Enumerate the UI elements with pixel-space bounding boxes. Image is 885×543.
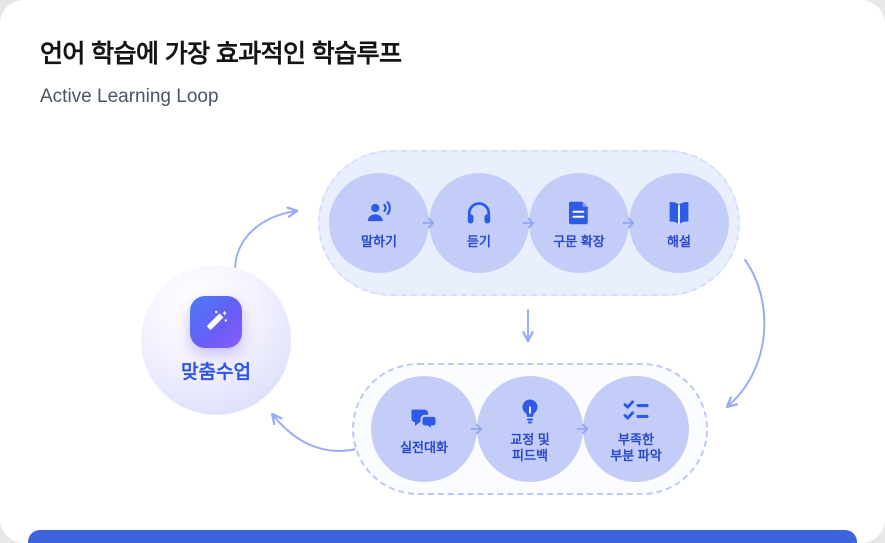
top-loop-group: 말하기 듣기 — [318, 150, 740, 296]
arrow-top-to-bottom-loop-right — [725, 259, 766, 409]
step-label: 말하기 — [361, 233, 397, 249]
arrow-bottom-loop-to-hub — [271, 412, 357, 452]
chat-bubbles-icon — [407, 403, 441, 435]
step-label: 부족한 부분 파악 — [610, 431, 662, 463]
bottom-accent-bar — [28, 530, 857, 543]
step-correction-feedback: 교정 및 피드백 — [477, 376, 583, 482]
step-label: 듣기 — [467, 233, 491, 249]
step-real-conversation: 실전대화 — [371, 376, 477, 482]
step-identify-weaknesses: 부족한 부분 파악 — [583, 376, 689, 482]
arrow-right-icon — [573, 421, 593, 437]
document-icon — [564, 197, 594, 229]
bottom-loop-group: 실전대화 교정 및 피드백 — [352, 363, 708, 495]
headphones-icon — [464, 197, 494, 229]
speaking-person-icon — [363, 197, 395, 229]
hub-custom-lesson: 맞춤수업 — [141, 265, 291, 415]
step-label: 교정 및 피드백 — [510, 431, 550, 463]
step-label: 실전대화 — [400, 439, 448, 455]
page-subtitle: Active Learning Loop — [40, 86, 219, 107]
magic-wand-icon — [190, 296, 242, 348]
step-listening: 듣기 — [429, 173, 529, 273]
step-label: 해설 — [667, 233, 691, 249]
arrow-right-icon — [419, 215, 439, 231]
step-phrase-expansion: 구문 확장 — [529, 173, 629, 273]
arrow-right-icon — [467, 421, 487, 437]
step-label: 구문 확장 — [553, 233, 605, 249]
arrow-right-icon — [619, 215, 639, 231]
arrow-right-icon — [519, 215, 539, 231]
checklist-icon — [620, 395, 652, 427]
lightbulb-icon — [515, 395, 545, 427]
step-speaking: 말하기 — [329, 173, 429, 273]
hub-label: 맞춤수업 — [181, 362, 251, 383]
open-book-icon — [663, 197, 695, 229]
step-explanation: 해설 — [629, 173, 729, 273]
page-title: 언어 학습에 가장 효과적인 학습루프 — [40, 40, 402, 68]
